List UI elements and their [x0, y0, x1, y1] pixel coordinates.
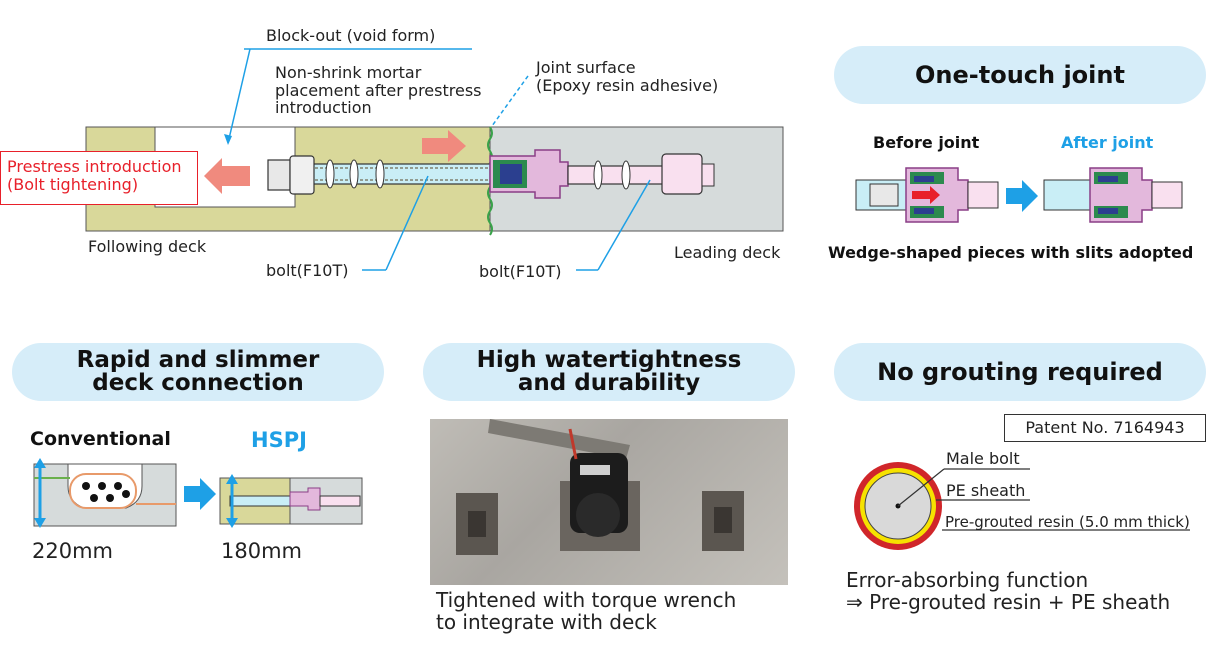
one-touch-caption: Wedge-shaped pieces with slits adopted — [828, 243, 1194, 262]
transition-arrow-icon — [1006, 180, 1038, 212]
resin-label: Pre-grouted resin (5.0 mm thick) — [945, 513, 1190, 531]
pe-sheath-label: PE sheath — [946, 481, 1026, 500]
patent-number: Patent No. 7164943 — [1004, 414, 1206, 442]
leading-deck-label: Leading deck — [674, 243, 781, 262]
watertight-caption: Tightened with torque wrench to integrat… — [436, 588, 737, 634]
rapid-illustration — [33, 458, 363, 528]
one-touch-title: One-touch joint — [834, 46, 1206, 104]
one-touch-illustration — [855, 167, 1183, 223]
blockout-label: Block-out (void form) — [266, 26, 436, 45]
prestress-label: Prestress introduction (Bolt tightening) — [0, 151, 198, 205]
watertight-title: High watertightness and durability — [423, 343, 795, 401]
joint-surface-label: Joint surface (Epoxy resin adhesive) — [536, 58, 719, 95]
bolt-right-label: bolt(F10T) — [479, 262, 562, 281]
hspj-depth: 180mm — [221, 539, 302, 563]
conventional-label: Conventional — [30, 428, 171, 450]
mortar-label: Non-shrink mortar placement after prestr… — [275, 63, 482, 118]
before-joint-label: Before joint — [873, 133, 980, 152]
cross-section-illustration — [854, 462, 1190, 550]
torque-wrench-photo — [430, 419, 788, 585]
tension-arrow-icon — [422, 130, 466, 162]
no-grout-caption: Error-absorbing function ⇒ Pre-grouted r… — [846, 568, 1171, 614]
following-deck-label: Following deck — [88, 237, 207, 256]
bolt-left-label: bolt(F10T) — [266, 261, 349, 280]
conventional-depth: 220mm — [32, 539, 113, 563]
after-joint-label: After joint — [1061, 133, 1154, 152]
prestress-arrow-icon — [204, 158, 250, 194]
nut-left — [267, 159, 291, 191]
rapid-title: Rapid and slimmer deck connection — [12, 343, 384, 401]
hspj-label: HSPJ — [251, 428, 307, 452]
male-bolt-label: Male bolt — [946, 449, 1020, 468]
no-grout-title: No grouting required — [834, 343, 1206, 401]
bolt-right — [567, 165, 669, 185]
bolt-left — [309, 163, 491, 185]
